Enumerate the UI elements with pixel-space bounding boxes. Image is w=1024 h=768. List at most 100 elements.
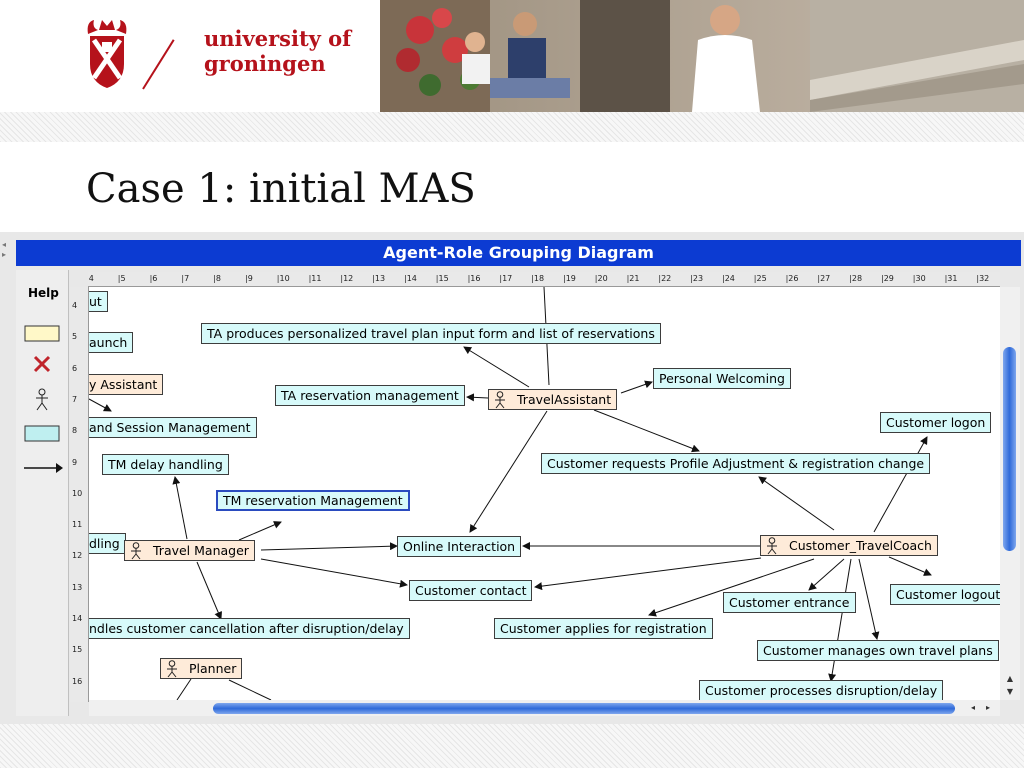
edge-ct-manages (858, 558, 880, 640)
edge-ct-logon (873, 436, 928, 533)
role-profile-adjustment[interactable]: Customer requests Profile Adjustment & r… (541, 453, 931, 474)
footer-stripe (0, 724, 1024, 768)
tool-palette: Help (16, 270, 69, 716)
role-ta-produces[interactable]: TA produces personalized travel plan inp… (201, 323, 661, 344)
ruler-tick-label: |7 (181, 274, 190, 283)
ruler-tick-label: |18 (531, 274, 545, 283)
agent-label: TravelAssistant (517, 392, 612, 407)
role-tool-icon[interactable] (24, 424, 60, 444)
actor-icon (767, 537, 777, 555)
edge-ta-produces (463, 346, 530, 388)
role-launch[interactable]: aunch (89, 332, 134, 353)
edge-ct-applies (648, 558, 815, 617)
scroll-left-button[interactable]: ◂ (970, 703, 975, 712)
edge-ct-logout (888, 556, 932, 576)
ruler-tick-label: |4 (88, 274, 94, 283)
university-crest-icon (87, 20, 127, 88)
vertical-scrollbar[interactable]: ▲ ▼ (1000, 287, 1020, 700)
ruler-tick-label: 10 (72, 488, 83, 498)
role-customer-contact[interactable]: Customer contact (409, 580, 533, 601)
ruler-tick-label: |23 (690, 274, 704, 283)
ruler-tick-label: 5 (72, 332, 78, 342)
horizontal-scroll-thumb[interactable] (213, 703, 955, 714)
ruler-tick-label: 13 (72, 582, 83, 592)
edge-ta-online (469, 410, 548, 533)
actor-icon (131, 542, 141, 560)
role-tm-reservation-management[interactable]: TM reservation Management (216, 490, 410, 511)
ruler-tick-label: |17 (499, 274, 513, 283)
ruler-tick-label: |15 (435, 274, 449, 283)
scroll-right-button[interactable]: ▸ (985, 703, 990, 712)
agent-travel-assistant[interactable]: TravelAssistant (488, 389, 618, 410)
role-cancellation[interactable]: ndles customer cancellation after disrup… (89, 618, 410, 639)
ruler-tick-label: |20 (594, 274, 608, 283)
edge-ct-profile (758, 476, 835, 531)
slide-title: Case 1: initial MAS (86, 166, 476, 212)
ruler-tick-label: 9 (72, 457, 78, 467)
help-button[interactable]: Help (28, 286, 59, 300)
university-name-line2: groningen (204, 51, 326, 76)
edge-ct-processes (828, 558, 852, 682)
ruler-tick-label: |31 (944, 274, 958, 283)
edge-tm-reservation (238, 521, 282, 541)
edge-ta-welcoming (620, 380, 653, 394)
edge-tm-online (260, 542, 398, 551)
vertical-scroll-thumb[interactable] (1003, 347, 1016, 551)
edge-tm-delay (172, 476, 188, 540)
role-ta-reservation-management[interactable]: TA reservation management (275, 385, 465, 406)
university-name-line1: university of (204, 26, 352, 51)
link-tool-icon[interactable] (24, 460, 64, 476)
agent-planner[interactable]: Planner (160, 658, 243, 679)
university-name: university of groningen (204, 26, 351, 76)
ruler-tick-label: |28 (849, 274, 863, 283)
role-manages-travel-plans[interactable]: Customer manages own travel plans (757, 640, 999, 661)
role-applies-registration[interactable]: Customer applies for registration (494, 618, 713, 639)
role-customer-logout[interactable]: Customer logout (890, 584, 1000, 605)
ruler-tick-label: |21 (626, 274, 640, 283)
delete-tool-icon[interactable] (32, 354, 52, 374)
actor-icon (167, 660, 177, 678)
horizontal-scrollbar[interactable]: ◂ ▸ (89, 700, 1000, 716)
agent-travel-manager[interactable]: Travel Manager (124, 540, 255, 561)
ruler-tick-label: 4 (72, 301, 78, 310)
window-title: Agent-Role Grouping Diagram (16, 240, 1021, 266)
role-customer-entrance[interactable]: Customer entrance (723, 592, 856, 613)
role-customer-logon[interactable]: Customer logon (880, 412, 992, 433)
agent-assistant[interactable]: y Assistant (89, 374, 164, 395)
agent-label: Customer_TravelCoach (789, 538, 932, 553)
role-handling[interactable]: dling (89, 533, 126, 554)
ruler-tick-label: |22 (658, 274, 672, 283)
diagram-canvas[interactable]: ut aunch TA produces personalized travel… (89, 287, 1000, 700)
edge-tm-cancellation (196, 561, 222, 620)
ruler-tick-label: 6 (72, 363, 78, 373)
ruler-tick-label: |8 (213, 274, 221, 283)
scroll-up-button[interactable]: ▲ (1006, 674, 1014, 683)
diagram-editor-window: ◂▸ Agent-Role Grouping Diagram Help |4|5… (0, 232, 1024, 724)
ruler-tick-label: |32 (976, 274, 990, 283)
ruler-tick-label: |12 (340, 274, 354, 283)
ruler-tick-label: 12 (72, 551, 83, 561)
role-online-interaction[interactable]: Online Interaction (397, 536, 522, 557)
role-out[interactable]: ut (89, 291, 108, 312)
ruler-tick-label: |24 (722, 274, 735, 283)
ruler-tick-label: |13 (372, 274, 386, 283)
ruler-tick-label: 11 (72, 520, 83, 530)
scroll-down-button[interactable]: ▼ (1006, 687, 1014, 696)
ruler-tick-label: |10 (276, 274, 290, 283)
role-processes-disruption[interactable]: Customer processes disruption/delay (699, 680, 944, 700)
ruler-tick-label: |30 (912, 274, 926, 283)
panel-collapse-arrows[interactable]: ◂▸ (2, 240, 7, 259)
ruler-tick-label: |16 (467, 274, 481, 283)
ruler-tick-label: |14 (404, 274, 417, 283)
agent-customer-travelcoach[interactable]: Customer_TravelCoach (760, 535, 938, 556)
role-personal-welcoming[interactable]: Personal Welcoming (653, 368, 791, 389)
ruler-tick-label: |9 (245, 274, 253, 283)
role-session-management[interactable]: and Session Management (89, 417, 257, 438)
agent-tool-icon[interactable] (24, 324, 60, 344)
actor-tool-icon[interactable] (34, 388, 50, 412)
ruler-tick-label: 16 (72, 676, 83, 686)
slide-header: university of groningen (0, 0, 1024, 112)
role-tm-delay-handling[interactable]: TM delay handling (102, 454, 229, 475)
edge-ct-entrance (808, 558, 845, 591)
